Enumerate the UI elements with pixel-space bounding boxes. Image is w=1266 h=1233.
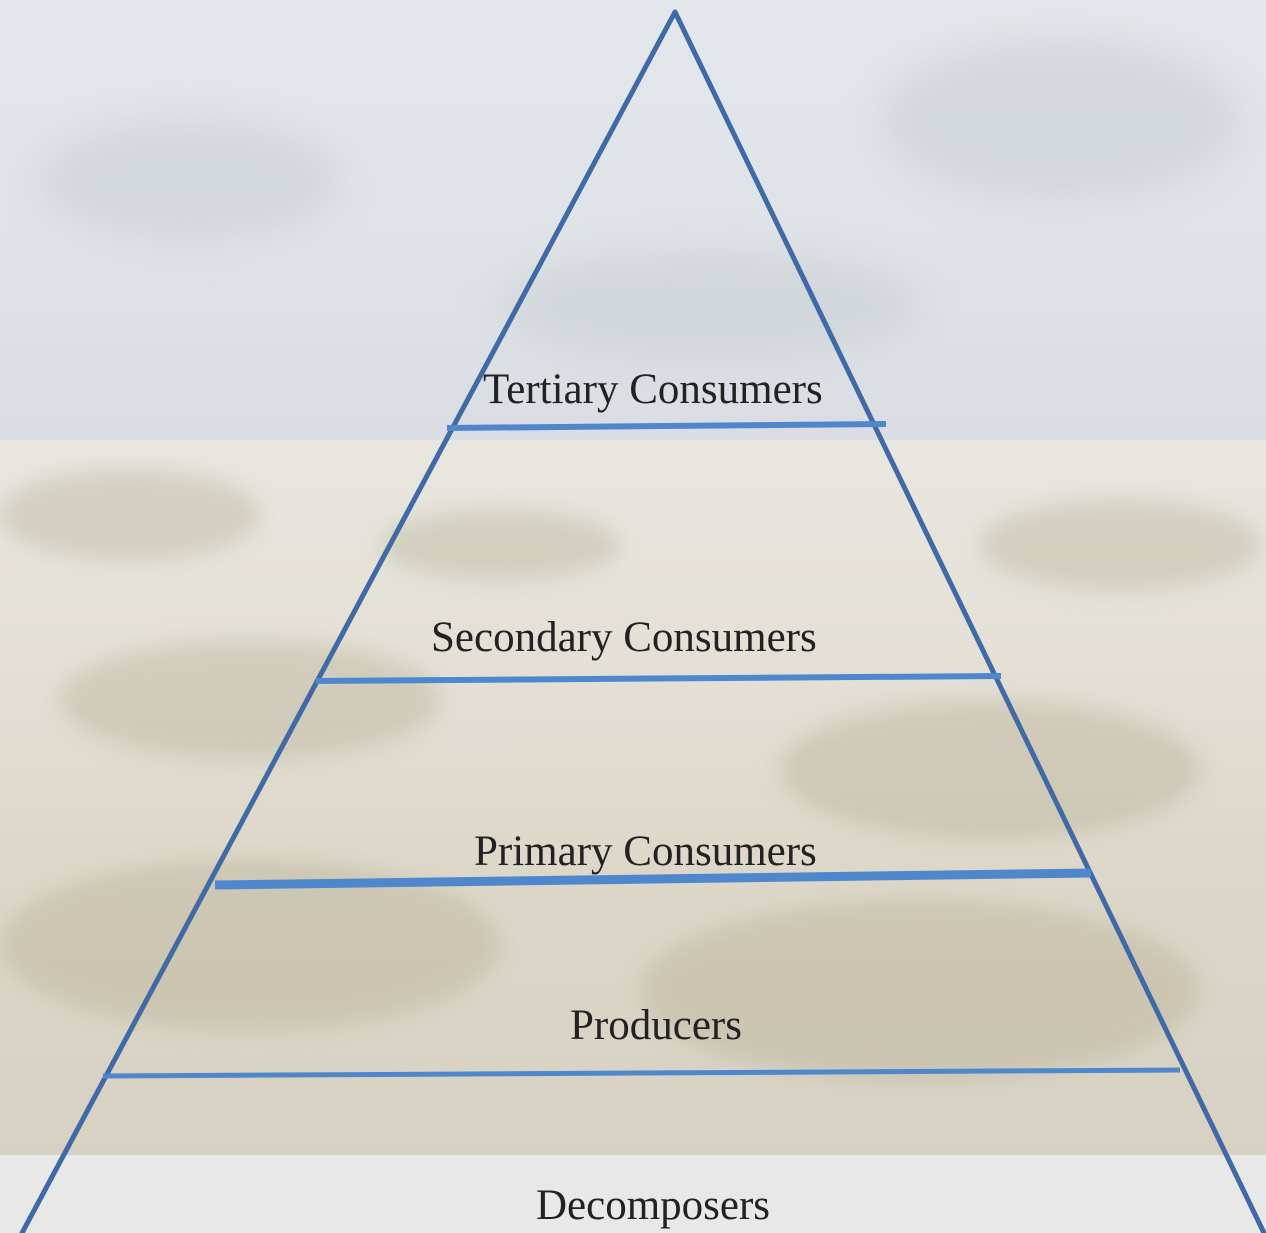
divider-primary xyxy=(214,868,1092,890)
shrub-shape xyxy=(780,700,1200,840)
level-label-producers: Producers xyxy=(570,1002,742,1049)
cloud-shape xyxy=(880,40,1240,200)
shrub-shape xyxy=(0,470,260,560)
shrub-shape xyxy=(980,500,1260,590)
shrub-shape xyxy=(60,640,440,760)
pyramid-right-edge xyxy=(672,9,1266,1233)
divider-secondary xyxy=(315,673,1002,684)
shrub-shape xyxy=(640,900,1200,1080)
level-label-secondary: Secondary Consumers xyxy=(431,614,817,661)
level-label-tertiary: Tertiary Consumers xyxy=(483,366,823,413)
level-label-primary: Primary Consumers xyxy=(474,828,817,875)
cloud-shape xyxy=(500,250,920,360)
pyramid-left-edge xyxy=(19,9,678,1233)
divider-tertiary xyxy=(446,421,887,431)
bottom-band xyxy=(0,1155,1266,1233)
shrub-shape xyxy=(380,510,620,580)
divider-producers xyxy=(102,1067,1181,1079)
level-label-decomposers: Decomposers xyxy=(536,1182,771,1229)
cloud-shape xyxy=(40,120,340,240)
